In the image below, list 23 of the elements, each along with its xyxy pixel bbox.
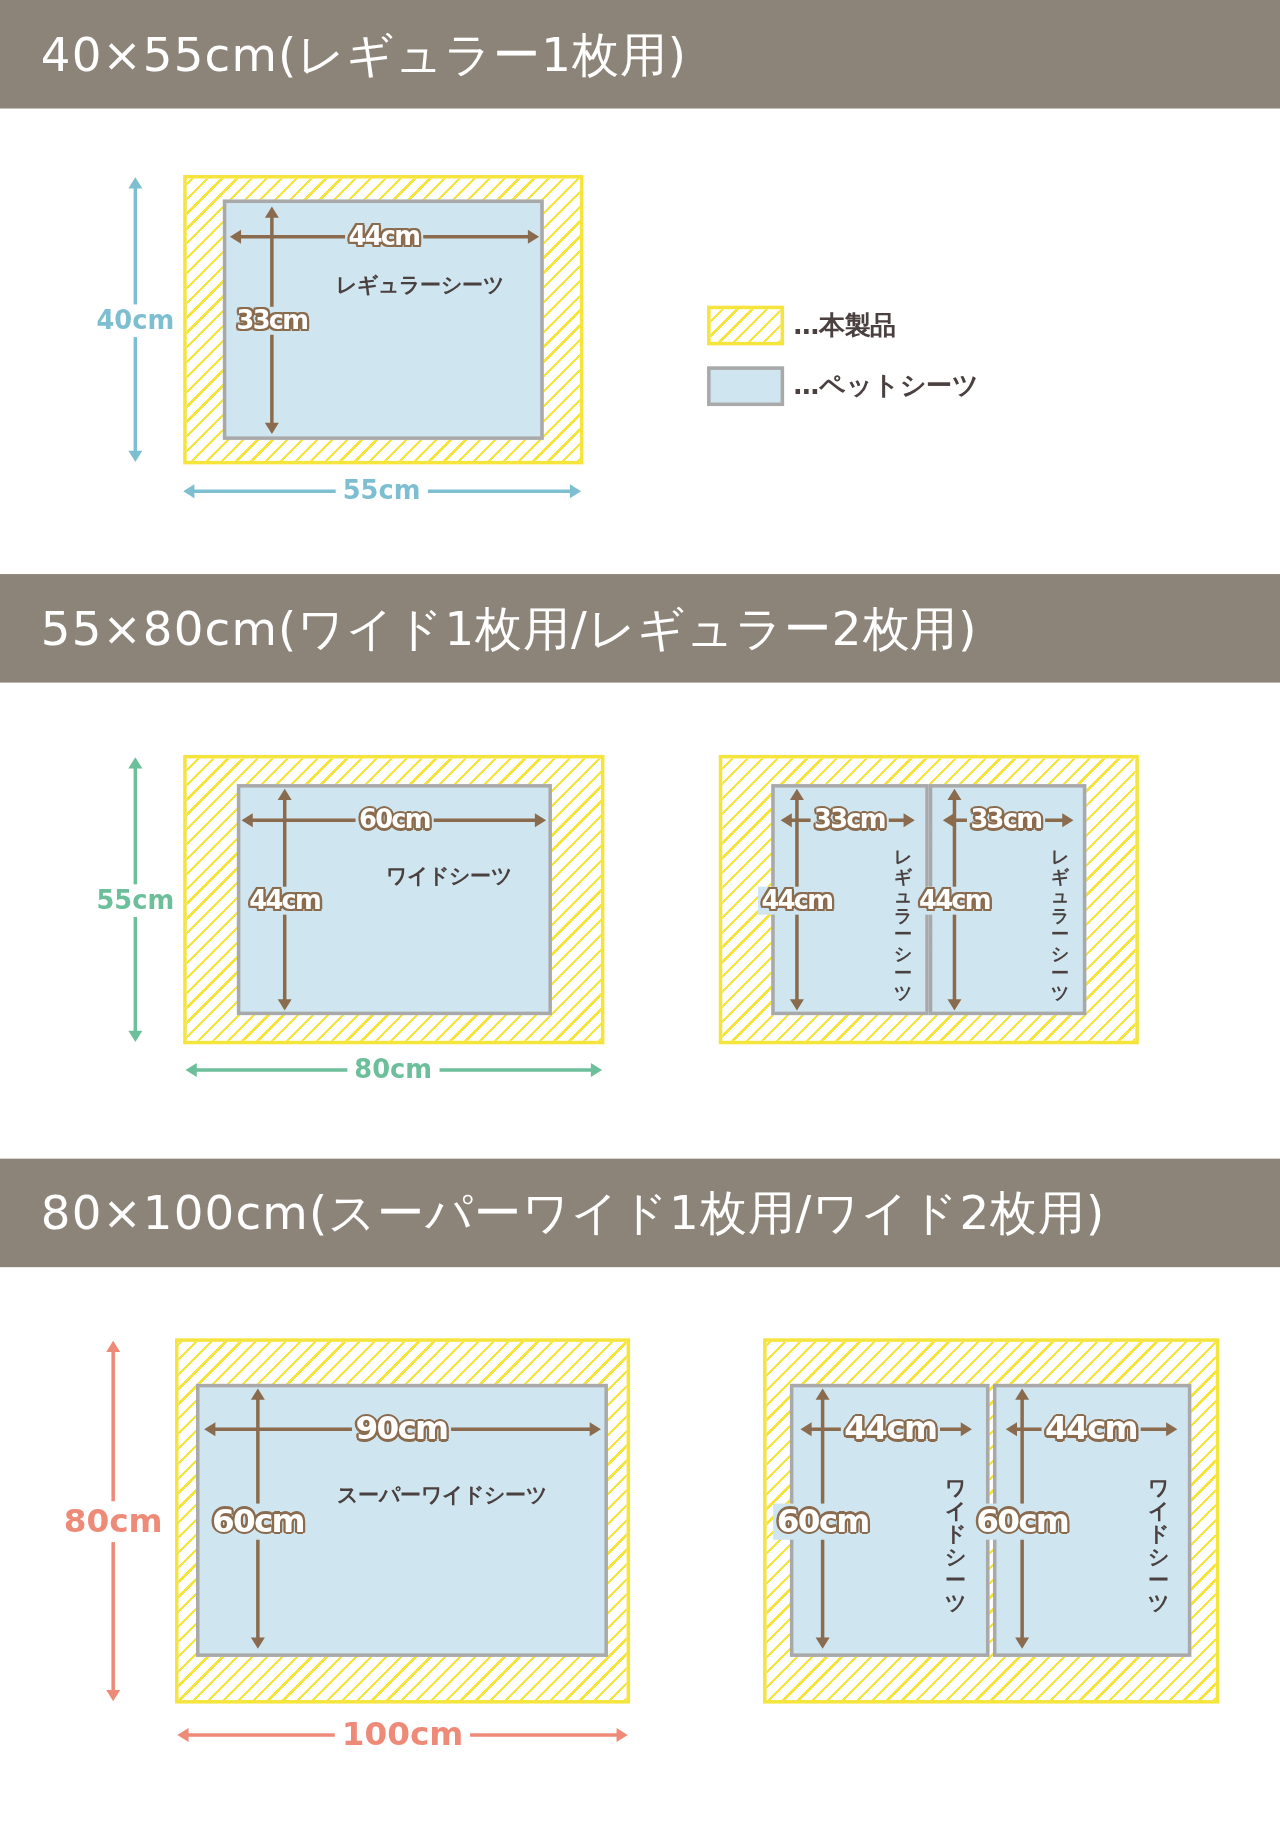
hatched-mat xyxy=(175,1338,631,1704)
sheet-label: レギュラーシーツ xyxy=(893,848,912,1003)
sheet-label: スーパーワイドシーツ xyxy=(337,1480,548,1509)
legend-text: …ペットシーツ xyxy=(793,370,979,403)
legend-text: …本製品 xyxy=(793,309,897,342)
sheet-label: レギュラーシーツ xyxy=(1051,848,1069,1003)
sheet-label: ワイドシーツ xyxy=(386,862,513,890)
heading-text: 55×80cm(ワイド1枚用/レギュラー2枚用) xyxy=(40,599,978,657)
sheet-label: ワイドシーツ xyxy=(945,1476,967,1615)
title-band xyxy=(0,574,1280,683)
hatched-mat xyxy=(183,754,605,1045)
hatched-mat xyxy=(718,754,1139,1045)
title-band xyxy=(0,0,1280,109)
pet-sheet xyxy=(236,784,552,1016)
heading-text: 40×55cm(レギュラー1枚用) xyxy=(40,25,688,83)
pet-sheet xyxy=(196,1383,608,1657)
pet-sheet xyxy=(222,199,544,440)
sheet-label: ワイドシーツ xyxy=(1148,1476,1170,1615)
heading-text: 80×100cm(スーパーワイド1枚用/ワイド2枚用) xyxy=(40,1184,1106,1242)
title-band xyxy=(0,1158,1280,1268)
sheet-label: レギュラーシーツ xyxy=(336,270,505,299)
hatched-mat xyxy=(763,1338,1220,1704)
hatched-mat xyxy=(183,175,584,465)
